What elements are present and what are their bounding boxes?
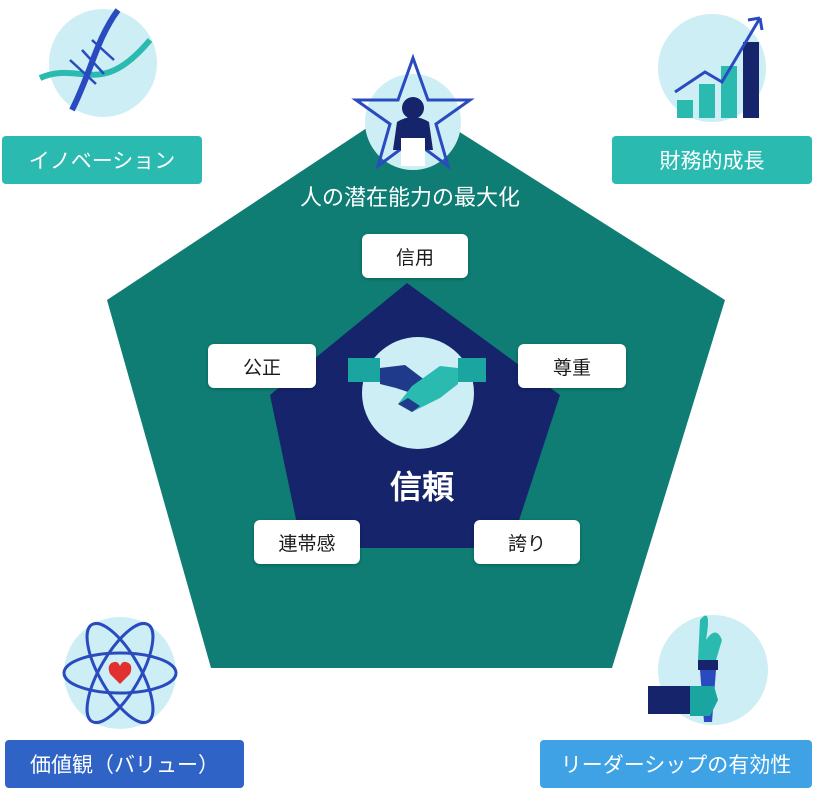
handshake-icon (348, 337, 486, 449)
label-respect: 尊重 (518, 344, 626, 388)
corner-values: 価値観（バリュー） (5, 740, 244, 788)
label-fairness: 公正 (208, 344, 316, 388)
corner-leadership: リーダーシップの有効性 (540, 740, 812, 788)
corner-financial-growth: 財務的成長 (612, 136, 812, 184)
label-pride: 誇り (474, 520, 580, 564)
top-title: 人の潜在能力の最大化 (299, 186, 520, 211)
atom-heart-icon (62, 617, 178, 729)
label-trust-credibility: 信用 (362, 234, 468, 278)
corner-innovation: イノベーション (2, 136, 202, 184)
person-star-icon (351, 53, 475, 170)
dna-icon (38, 8, 157, 117)
label-camaraderie: 連帯感 (254, 520, 360, 564)
torch-icon (648, 615, 768, 725)
center-trust-label: 信頼 (389, 468, 454, 506)
growth-chart-icon (658, 14, 766, 122)
